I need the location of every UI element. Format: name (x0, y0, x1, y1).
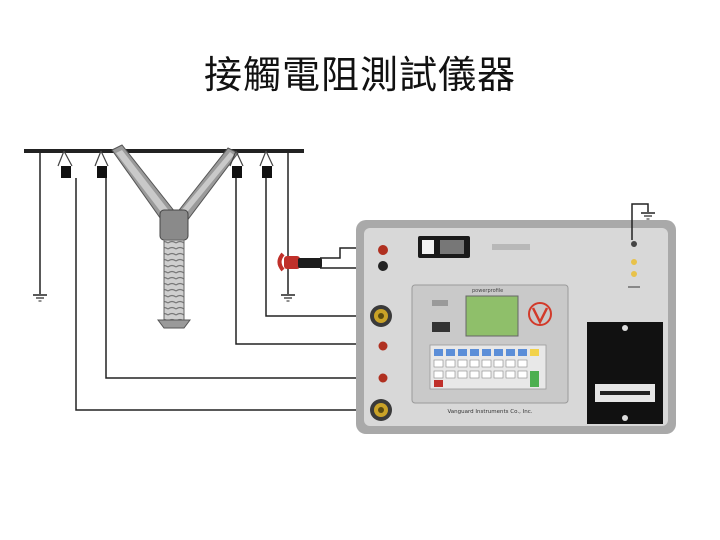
vanguard-v-logo-icon (528, 302, 552, 326)
current-clamp-icon (277, 252, 322, 272)
current-terminal-upper (370, 305, 392, 327)
lead-sense-outer (105, 178, 378, 379)
test-clip-2 (94, 150, 109, 178)
manufacturer-nameplate: Vanguard Instruments Co., Inc. (447, 409, 532, 415)
disconnect-switch (111, 144, 239, 329)
terminal-black-1 (378, 261, 388, 271)
lead-current-inner (265, 178, 368, 317)
ground-symbol-icon (641, 212, 655, 220)
ground-symbol-icon (281, 294, 295, 302)
printer-module (587, 322, 663, 424)
lcd-screen (465, 295, 519, 337)
test-instrument: powerprofile Vanguard I (356, 220, 676, 434)
ground-symbol-icon (33, 294, 47, 302)
terminal-red-1 (378, 245, 388, 255)
slide-title: 接觸電阻測試儀器 (203, 53, 516, 97)
lead-current-outer (75, 178, 368, 411)
terminal-red-3 (378, 373, 388, 383)
terminal-red-2 (378, 341, 388, 351)
test-clip-4 (259, 150, 274, 178)
lead-sense-inner (235, 178, 378, 345)
brand-logo-text: powerprofile (472, 288, 503, 294)
test-leads (75, 178, 380, 411)
current-terminal-lower (370, 399, 392, 421)
test-clip-1 (57, 150, 73, 178)
test-clip-3 (229, 150, 244, 178)
instrument-ground-lead (631, 203, 649, 240)
keypad-keys (434, 349, 539, 356)
